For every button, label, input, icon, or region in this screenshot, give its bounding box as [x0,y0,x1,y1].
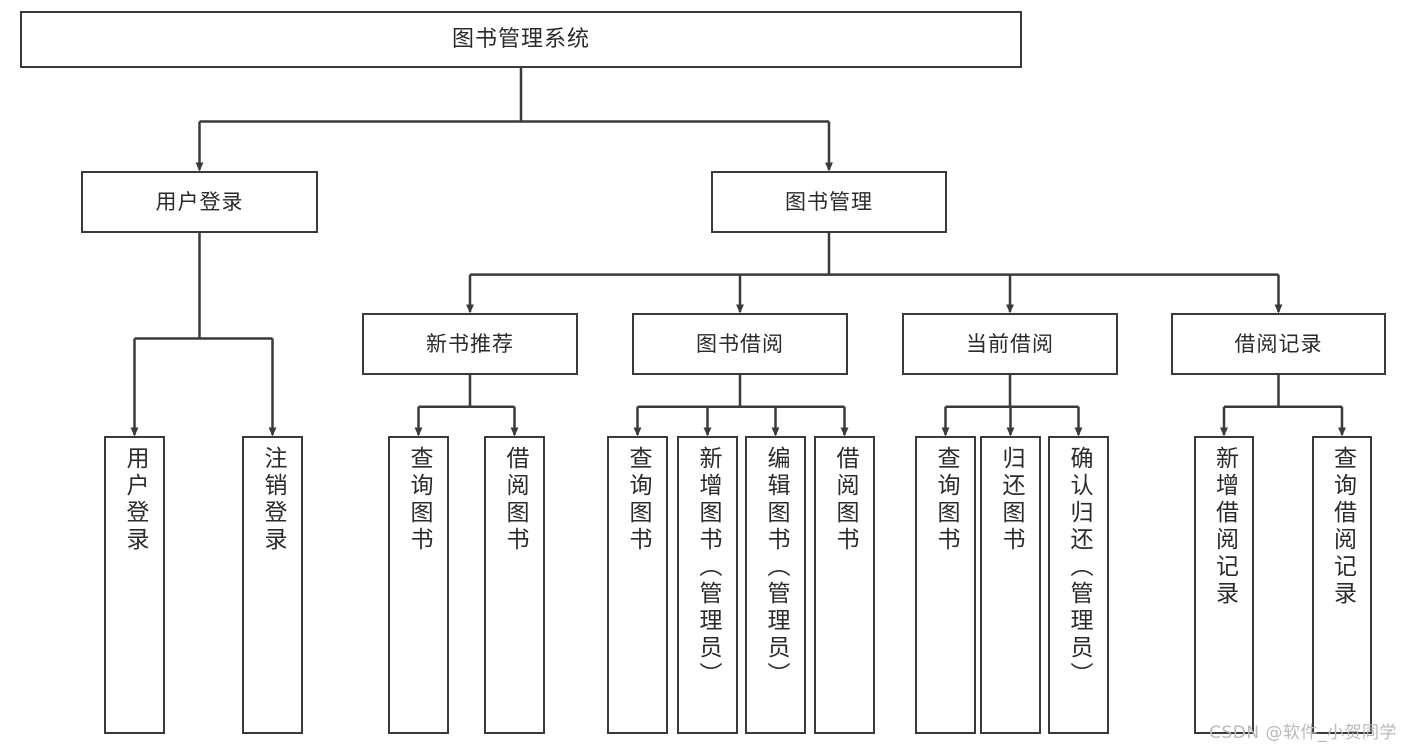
node-label: 新增图书（管理员） [695,446,721,689]
node-book-manage[interactable]: 图书管理 [711,171,947,233]
node-leaf-query-record[interactable]: 查询借阅记录 [1312,436,1372,734]
node-leaf-return-book[interactable]: 归还图书 [980,436,1041,734]
node-leaf-edit-book[interactable]: 编辑图书（管理员） [745,436,806,734]
node-label: 注销登录 [260,446,286,554]
node-label: 查询借阅记录 [1329,446,1356,608]
node-leaf-user-logout[interactable]: 注销登录 [242,436,303,734]
node-leaf-query-book-3[interactable]: 查询图书 [915,436,976,734]
node-leaf-user-login[interactable]: 用户登录 [104,436,165,734]
node-label: 编辑图书（管理员） [763,446,789,689]
node-label: 归还图书 [998,446,1024,554]
node-label: 借阅图书 [832,446,858,554]
node-label: 借阅图书 [502,446,528,554]
node-label: 图书借阅 [696,331,784,356]
node-leaf-add-record[interactable]: 新增借阅记录 [1194,436,1254,734]
node-label: 用户登录 [122,446,148,554]
node-leaf-add-book[interactable]: 新增图书（管理员） [677,436,738,734]
watermark-text: CSDN @软件_小贺同学 [1209,723,1397,743]
node-label: 查询图书 [406,446,432,554]
node-label: 查询图书 [625,446,651,554]
node-label: 新增借阅记录 [1211,446,1238,608]
node-leaf-borrow-book-2[interactable]: 借阅图书 [814,436,875,734]
node-label: 用户登录 [155,189,244,214]
node-leaf-query-book-2[interactable]: 查询图书 [607,436,668,734]
node-label: 查询图书 [933,446,959,554]
node-borrow-record[interactable]: 借阅记录 [1171,313,1386,375]
node-label: 当前借阅 [966,331,1054,356]
node-label: 新书推荐 [426,331,514,356]
node-label: 借阅记录 [1234,331,1323,356]
node-label: 图书管理系统 [451,26,590,52]
node-current-borrow[interactable]: 当前借阅 [902,313,1118,375]
node-leaf-query-book-1[interactable]: 查询图书 [388,436,449,734]
node-label: 确认归还（管理员） [1066,446,1092,689]
node-new-book-rec[interactable]: 新书推荐 [362,313,578,375]
node-book-borrow[interactable]: 图书借阅 [632,313,848,375]
node-label: 图书管理 [785,189,873,214]
node-user-login[interactable]: 用户登录 [81,171,318,233]
node-root[interactable]: 图书管理系统 [20,11,1022,68]
node-leaf-borrow-book-1[interactable]: 借阅图书 [484,436,545,734]
node-leaf-confirm-ret[interactable]: 确认归还（管理员） [1048,436,1109,734]
